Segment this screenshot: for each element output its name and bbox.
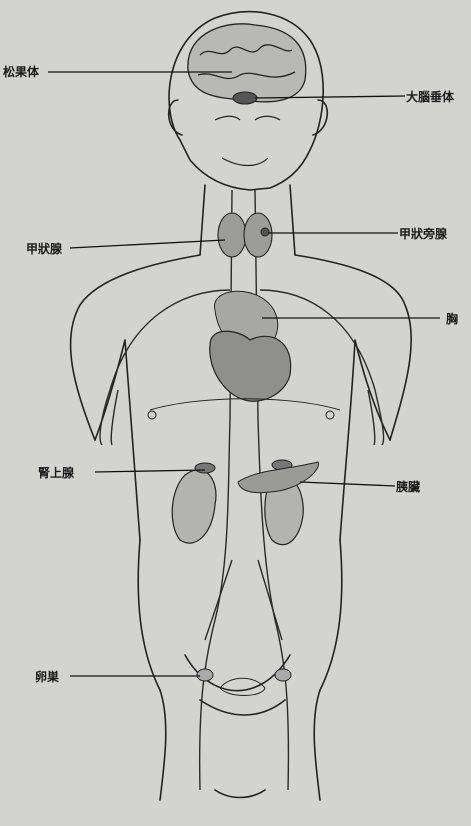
leader-pancreas — [300, 482, 395, 486]
uterus — [220, 678, 265, 695]
label-pancreas: 胰臟 — [396, 478, 420, 495]
label-thymus: 胸 — [446, 310, 458, 327]
label-pituitary: 大腦垂体 — [406, 88, 454, 105]
brain — [188, 24, 306, 102]
parathyroid-gland — [261, 228, 269, 236]
label-ovary: 卵巣 — [35, 668, 59, 685]
ovaries — [197, 669, 291, 681]
label-pineal: 松果体 — [3, 63, 39, 80]
left-nipple — [148, 411, 156, 419]
right-nipple — [326, 411, 334, 419]
iliac-split — [205, 560, 282, 640]
arm-inner-right — [340, 340, 390, 540]
artery-left-arm — [100, 290, 230, 445]
label-adrenal: 腎上腺 — [38, 464, 74, 481]
heart — [210, 331, 291, 401]
pelvis-lower — [200, 700, 285, 715]
leader-thyroid — [70, 240, 225, 248]
leader-adrenal — [95, 470, 205, 472]
legs — [215, 790, 265, 798]
lower-torso — [138, 540, 342, 800]
label-thyroid: 甲狀腺 — [26, 240, 62, 257]
label-parathyroid: 甲狀旁腺 — [399, 225, 447, 242]
pituitary-gland — [233, 92, 257, 104]
